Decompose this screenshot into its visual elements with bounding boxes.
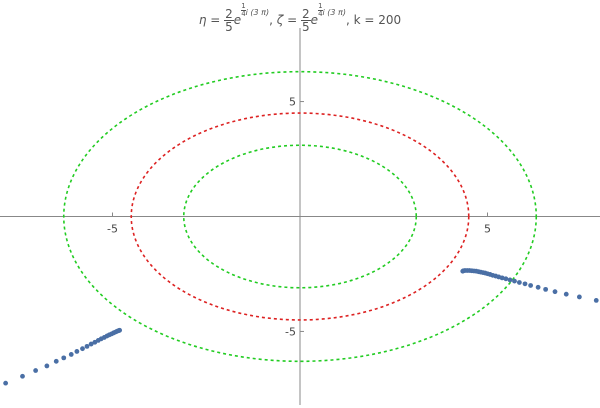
data-point	[44, 363, 50, 369]
equals-sign: =	[210, 13, 221, 27]
data-point	[516, 280, 522, 285]
inner-dashed-circle	[182, 144, 418, 289]
exponent-tail: i (3 π)	[245, 8, 270, 17]
data-point	[507, 277, 513, 283]
data-point	[563, 291, 569, 297]
zeta-symbol: ζ	[276, 13, 284, 27]
data-point	[117, 327, 123, 333]
data-point	[552, 289, 558, 295]
k-value: , k = 200	[346, 13, 402, 27]
eta-symbol: η	[198, 13, 207, 27]
data-point	[503, 276, 509, 282]
data-point	[33, 368, 39, 373]
data-point	[512, 278, 517, 284]
data-point	[88, 341, 94, 347]
separator: ,	[269, 13, 273, 27]
data-point	[61, 355, 67, 361]
data-point	[543, 286, 549, 292]
outer-dashed-circle	[62, 70, 538, 363]
data-point	[593, 298, 599, 303]
middle-dashed-circle	[130, 112, 470, 321]
data-point	[80, 346, 85, 352]
y-tick-label: -5	[285, 325, 296, 338]
x-tick-label: 5	[484, 223, 491, 236]
x-tick-label: -5	[107, 223, 118, 236]
exponent-tail-2: i (3 π)	[322, 8, 346, 17]
exp-base-2: e	[310, 13, 319, 27]
equals-sign-2: =	[287, 13, 298, 27]
data-point	[535, 284, 541, 290]
data-point	[74, 349, 80, 354]
data-point	[68, 352, 74, 357]
data-point	[3, 380, 9, 386]
y-tick-label: 5	[289, 96, 296, 109]
data-point	[53, 358, 59, 364]
data-point	[528, 283, 534, 288]
data-point	[460, 268, 466, 274]
exp-base: e	[233, 13, 242, 27]
data-point	[576, 294, 582, 300]
data-point	[84, 343, 90, 349]
data-point	[522, 281, 528, 287]
data-point	[20, 373, 25, 379]
